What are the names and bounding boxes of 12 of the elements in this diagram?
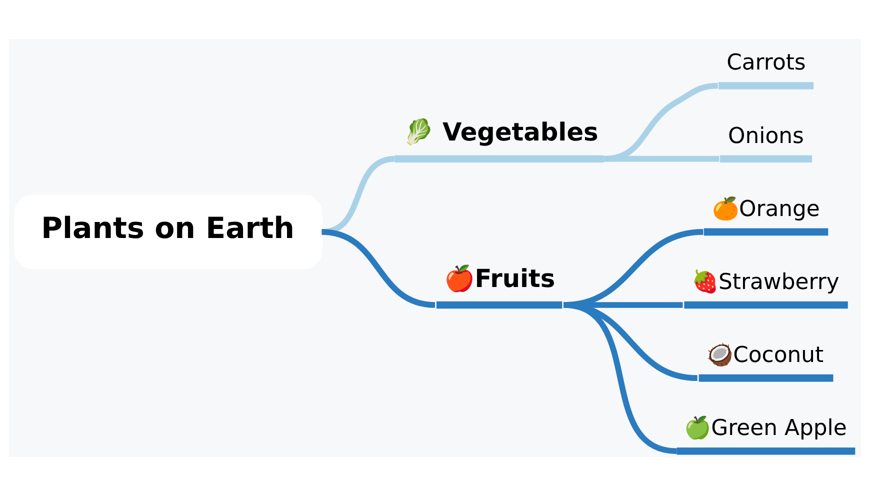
node-text: 🍓Strawberry	[692, 269, 840, 294]
connector	[604, 155, 720, 162]
connector	[563, 302, 678, 454]
node-text: 🥬 Vegetables	[402, 117, 598, 146]
connector	[321, 228, 436, 308]
node-text: Onions	[728, 123, 804, 148]
node-text: 🍊Orange	[712, 196, 820, 222]
node-text: 🍎Fruits	[444, 263, 556, 292]
node-text: Carrots	[726, 50, 806, 76]
node-text: 🥥Coconut	[706, 342, 824, 368]
node-box: Plants on Earth	[14, 194, 322, 269]
node-text: 🍏Green Apple	[684, 416, 847, 441]
